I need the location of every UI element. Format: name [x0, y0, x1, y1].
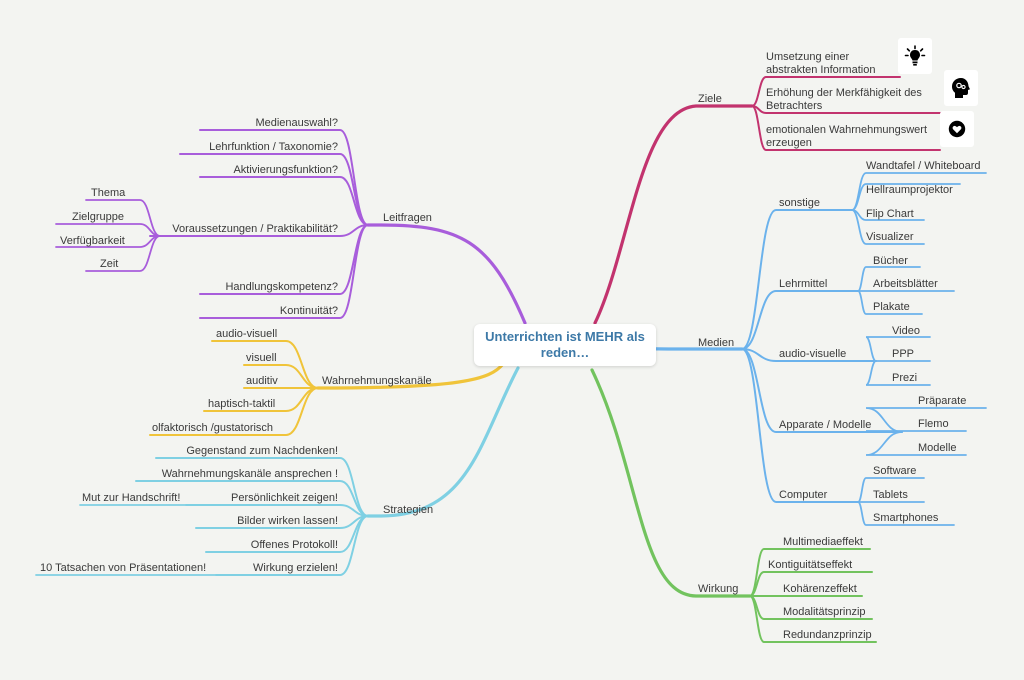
medien-group[interactable]: Lehrmittel: [779, 278, 828, 290]
wahrnehmung-item[interactable]: visuell: [246, 352, 277, 364]
strategien-subitem[interactable]: 10 Tatsachen von Präsentationen!: [40, 562, 207, 574]
connector-leitfragen-sub: [85, 235, 161, 272]
strategien-item[interactable]: Persönlichkeit zeigen!: [230, 492, 338, 504]
ziele-item[interactable]: Umsetzung einer abstrakten Information: [766, 51, 876, 76]
leitfragen-subitem[interactable]: Verfügbarkeit: [60, 235, 125, 247]
branch-ziele[interactable]: Ziele: [698, 93, 722, 105]
wirkung-item[interactable]: Kohärenzeffekt: [783, 583, 857, 595]
leitfragen-item[interactable]: Aktivierungsfunktion?: [233, 164, 338, 176]
wahrnehmung-item[interactable]: auditiv: [246, 375, 278, 387]
connector-medien: [741, 290, 859, 350]
connector-leitfragen: [149, 224, 369, 237]
leitfragen-subitem[interactable]: Zielgruppe: [72, 211, 124, 223]
branch-line-wirkung: [590, 368, 752, 598]
branch-line-ziele: [593, 104, 754, 325]
connector-wahrnehmung: [149, 387, 319, 436]
wirkung-item[interactable]: Kontiguitätseffekt: [768, 559, 853, 571]
medien-group[interactable]: audio-visuelle: [779, 348, 847, 360]
connector-leitfragen: [199, 224, 369, 319]
strategien-item[interactable]: Bilder wirken lassen!: [237, 515, 338, 527]
branch-leitfragen[interactable]: Leitfragen: [383, 212, 432, 224]
brain-head-icon: [944, 70, 978, 106]
medien-item[interactable]: Modelle: [918, 442, 957, 454]
connector-medien: [741, 348, 859, 503]
wirkung-item[interactable]: Modalitätsprinzip: [783, 606, 866, 618]
connector-medien: [741, 209, 853, 350]
ziele-item[interactable]: Erhöhung der Merkfähigkeit des Betrachte…: [766, 87, 922, 112]
medien-item[interactable]: Bücher: [873, 255, 908, 267]
wahrnehmung-item[interactable]: olfaktorisch /gustatorisch: [152, 422, 274, 434]
medien-item[interactable]: Präparate: [918, 395, 967, 407]
medien-group[interactable]: Computer: [779, 489, 828, 501]
connector-ziele: [751, 76, 901, 107]
medien-item[interactable]: Software: [873, 465, 917, 477]
medien-item[interactable]: PPP: [892, 348, 915, 360]
leitfragen-subitem[interactable]: Thema: [91, 187, 126, 199]
branch-strategien[interactable]: Strategien: [383, 504, 434, 516]
connector-medien-item: [865, 431, 967, 456]
strategien-item[interactable]: Wahrnehmungskanäle ansprechen !: [161, 468, 338, 480]
branch-wirkung[interactable]: Wirkung: [698, 583, 739, 595]
connector-medien: [741, 348, 903, 433]
leitfragen-subitem[interactable]: Zeit: [100, 258, 119, 270]
medien-item[interactable]: Video: [892, 325, 920, 337]
wirkung-item[interactable]: Redundanzprinzip: [783, 629, 872, 641]
strategien-subitem[interactable]: Mut zur Handschrift!: [82, 492, 181, 504]
medien-item[interactable]: Wandtafel / Whiteboard: [866, 160, 981, 172]
leitfragen-item[interactable]: Voraussetzungen / Praktikabilität?: [172, 223, 338, 235]
medien-item[interactable]: Hellraumprojektor: [866, 184, 953, 196]
lightbulb-icon: [898, 38, 932, 74]
wahrnehmung-item[interactable]: audio-visuell: [216, 328, 278, 340]
connector-medien-item: [851, 183, 961, 211]
medien-item[interactable]: Flip Chart: [866, 208, 914, 220]
wirkung-item[interactable]: Multimediaeffekt: [783, 536, 863, 548]
wahrnehmung-item[interactable]: haptisch-taktil: [208, 398, 276, 410]
connector-leitfragen: [199, 176, 369, 226]
branch-wahrnehmungskanaele[interactable]: Wahrnehmungskanäle: [322, 375, 432, 387]
leitfragen-item[interactable]: Medienauswahl?: [255, 117, 338, 129]
medien-group[interactable]: sonstige: [779, 197, 820, 209]
medien-item[interactable]: Tablets: [873, 489, 908, 501]
medien-group[interactable]: Apparate / Modelle: [779, 419, 872, 431]
connector-strategien: [155, 457, 369, 517]
connector-medien-item: [851, 209, 925, 245]
medien-item[interactable]: Plakate: [873, 301, 910, 313]
strategien-item[interactable]: Gegenstand zum Nachdenken!: [186, 445, 338, 457]
branch-line-strategien: [366, 366, 520, 518]
leitfragen-item[interactable]: Kontinuität?: [279, 305, 338, 317]
heart-bubble-icon: [940, 111, 974, 147]
connector-medien-item: [857, 290, 923, 315]
connector-wirkung: [749, 595, 877, 643]
ziele-item[interactable]: emotionalen Wahrnehmungswert erzeugen: [766, 124, 928, 149]
connector-medien-item: [865, 430, 967, 433]
medien-item[interactable]: Arbeitsblätter: [873, 278, 938, 290]
leitfragen-item[interactable]: Handlungskompetenz?: [225, 281, 338, 293]
connector-strategien: [215, 515, 369, 576]
strategien-item[interactable]: Offenes Protokoll!: [250, 539, 338, 551]
central-topic[interactable]: Unterrichten ist MEHR als reden…: [474, 324, 656, 366]
medien-item[interactable]: Flemo: [918, 418, 949, 430]
medien-item[interactable]: Visualizer: [866, 231, 914, 243]
medien-item[interactable]: Prezi: [892, 372, 918, 384]
connector-ziele: [751, 105, 941, 151]
branch-line-leitfragen: [366, 223, 527, 325]
connector-medien: [741, 348, 877, 362]
medien-item[interactable]: Smartphones: [873, 512, 939, 524]
branch-medien[interactable]: Medien: [698, 337, 735, 349]
leitfragen-item[interactable]: Lehrfunktion / Taxonomie?: [209, 141, 338, 153]
branch-line-wahrnehmungskanaele: [316, 362, 505, 390]
connector-medien-item: [865, 360, 931, 386]
strategien-item[interactable]: Wirkung erzielen!: [253, 562, 338, 574]
connector-medien-item: [857, 501, 955, 526]
